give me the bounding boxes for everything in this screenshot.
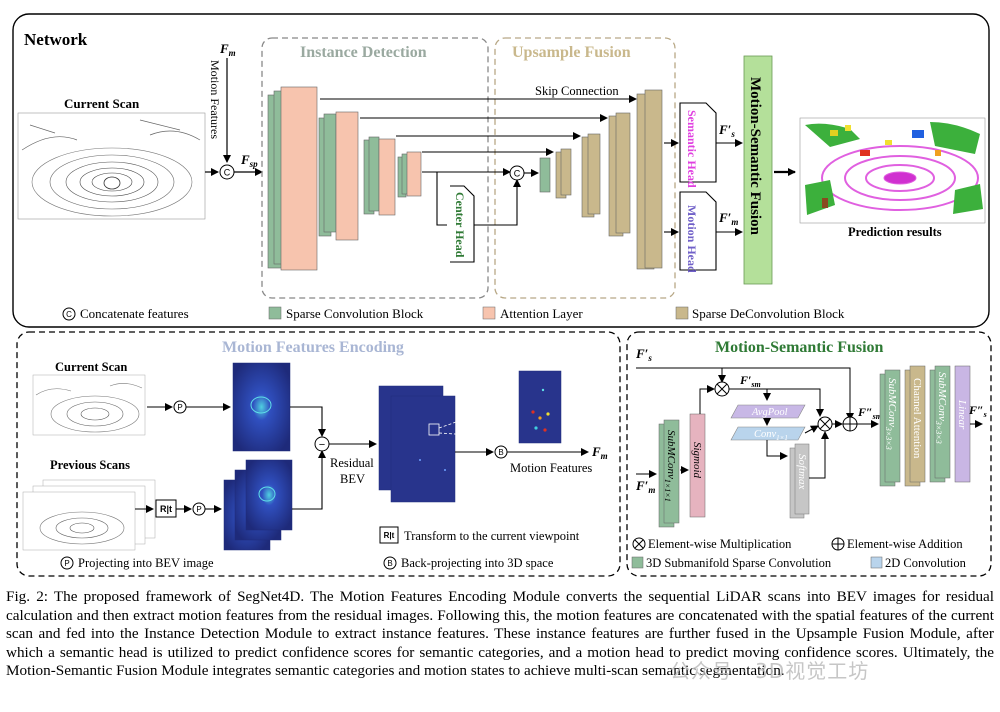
skip-connection-label: Skip Connection [535, 84, 619, 98]
msf-softmax-label: Softmax [796, 454, 808, 490]
instance-detection-box [261, 37, 489, 299]
mfe-title: Motion Features Encoding [222, 339, 404, 356]
msf-linear-label: Linear [956, 399, 968, 430]
upsample-fusion-box [494, 37, 676, 299]
upsample-fusion-title: Upsample Fusion [512, 44, 631, 61]
skip-connections [320, 95, 637, 156]
legend-concat-text: Concatenate features [80, 306, 189, 321]
legend-sparse-conv-text: Sparse Convolution Block [286, 306, 424, 321]
current-scan-pointcloud [17, 112, 206, 220]
motion-semantic-fusion-vertical-label: Motion-Semantic Fusion [747, 77, 763, 236]
center-head-box [450, 185, 475, 263]
legend-attention-text: Attention Layer [500, 306, 583, 321]
residual-bev-images [378, 385, 456, 503]
msf-conv-block [730, 426, 806, 441]
msf-legend-2d-text: 2D Convolution [885, 556, 967, 570]
current-bev-image [232, 362, 291, 452]
motion-head-label: Motion Head [685, 205, 699, 273]
msf-fm-label: F′m [635, 478, 655, 495]
mfe-legend-p-symbol: P [64, 559, 69, 568]
mfe-legend-p-text: Projecting into BEV image [78, 556, 214, 570]
msf-conv-label: Conv1×1 [754, 429, 788, 442]
mfe-legend-b-text: Back-projecting into 3D space [401, 556, 554, 570]
msf-subm-conv-3x3-block-1 [879, 369, 901, 487]
msf-sigmoid-label: Sigmoid [691, 442, 703, 479]
decoder-blocks [539, 89, 663, 270]
mfe-b-label: B [498, 448, 503, 457]
encoder-blocks [267, 86, 422, 271]
msf-subm-conv-1x1-label: SubMConv1×1×1 [663, 430, 677, 502]
upsample-concat-symbol-label: C [514, 169, 521, 179]
msf-avgpool-label: AvgPool [751, 407, 788, 418]
mfe-residual-label: Residual [330, 456, 374, 470]
msf-subm-conv-3x3-label-1: SubMConv3×3×3 [884, 378, 898, 450]
top-legend: C Concatenate features Sparse Convolutio… [62, 306, 845, 321]
network-panel [12, 13, 990, 328]
figure-caption: Fig. 2: The proposed framework of SegNet… [6, 588, 994, 680]
legend-sparse-deconv-text: Sparse DeConvolution Block [692, 306, 845, 321]
previous-scans-images [22, 479, 156, 551]
msf-channel-attention-label: Channel Attention [911, 378, 923, 459]
msf-channel-attention-block [904, 365, 926, 487]
mfe-motion-features-label: Motion Features [510, 461, 592, 475]
previous-bev-images [223, 459, 293, 551]
legend-concat-symbol: C [66, 310, 72, 319]
semantic-head-label: Semantic Head [685, 110, 699, 188]
msf-subm-conv-3x3-block-2 [929, 365, 951, 483]
mfe-fm-label: Fm [591, 444, 608, 461]
instance-detection-title: Instance Detection [300, 44, 427, 61]
msf-fsm2-label: F″sm [857, 405, 882, 421]
prediction-results-image [799, 117, 986, 224]
msf-legend-3d-text: 3D Submanifold Sparse Convolution [646, 556, 832, 570]
mfe-current-scan-image [32, 374, 146, 436]
semantic-head-box [679, 102, 717, 183]
msf-avgpool-block [730, 404, 806, 419]
mfe-bev-label: BEV [340, 472, 365, 486]
network-motion-features-vertical: Motion Features [208, 60, 222, 139]
network-fm-label: Fm [219, 41, 236, 58]
msf-subm-conv-1x1-block [658, 419, 680, 528]
network-concat-symbol-label: C [224, 168, 231, 178]
msf-legend-add-text: Element-wise Addition [847, 537, 963, 551]
network-current-scan-label: Current Scan [64, 96, 140, 111]
msf-fs2-label: F″s [968, 403, 987, 419]
mfe-legend: P Projecting into BEV image R|t Transfor… [60, 526, 580, 570]
motion-semantic-fusion-block [743, 55, 773, 285]
mfe-legend-b-symbol: B [387, 559, 392, 568]
residual-zoom-image [518, 370, 562, 444]
watermark: 公众号 · 3D视觉工坊 [670, 659, 870, 683]
msf-legend: Element-wise Multiplication Element-wise… [631, 537, 967, 570]
network-fsp-label: Fsp [240, 152, 258, 169]
msf-title: Motion-Semantic Fusion [715, 339, 884, 356]
motion-head-box [679, 191, 717, 271]
msf-softmax-block [789, 443, 810, 519]
framework-diagram: Network Current Scan Fm Motion Features … [12, 13, 992, 577]
msf-panel [626, 331, 992, 577]
msf-fsm-label: F′sm [739, 373, 761, 389]
msf-subm-conv-3x3-label-2: SubMConv3×3×3 [934, 372, 948, 444]
mfe-legend-rt-symbol: R|t [384, 531, 395, 540]
center-head-label: Center Head [453, 192, 467, 258]
mfe-minus-label: − [319, 439, 325, 451]
mfe-rt-label: R|t [160, 504, 172, 514]
msf-fs-label: F′s [635, 346, 652, 363]
mfe-current-scan-label: Current Scan [55, 360, 127, 374]
network-fs-prime-label: F′s [718, 122, 735, 139]
mfe-p-symbol-2-label: P [196, 505, 201, 514]
mfe-p-symbol-1-label: P [177, 403, 182, 412]
mfe-panel [16, 331, 621, 577]
mfe-legend-rt-text: Transform to the current viewpoint [404, 529, 580, 543]
network-title: Network [24, 30, 88, 49]
mfe-previous-scans-label: Previous Scans [50, 458, 130, 472]
msf-legend-mult-text: Element-wise Multiplication [648, 537, 792, 551]
prediction-results-label: Prediction results [848, 225, 942, 239]
msf-sigmoid-block [689, 413, 706, 518]
network-fm-prime-label: F′m [718, 210, 738, 227]
